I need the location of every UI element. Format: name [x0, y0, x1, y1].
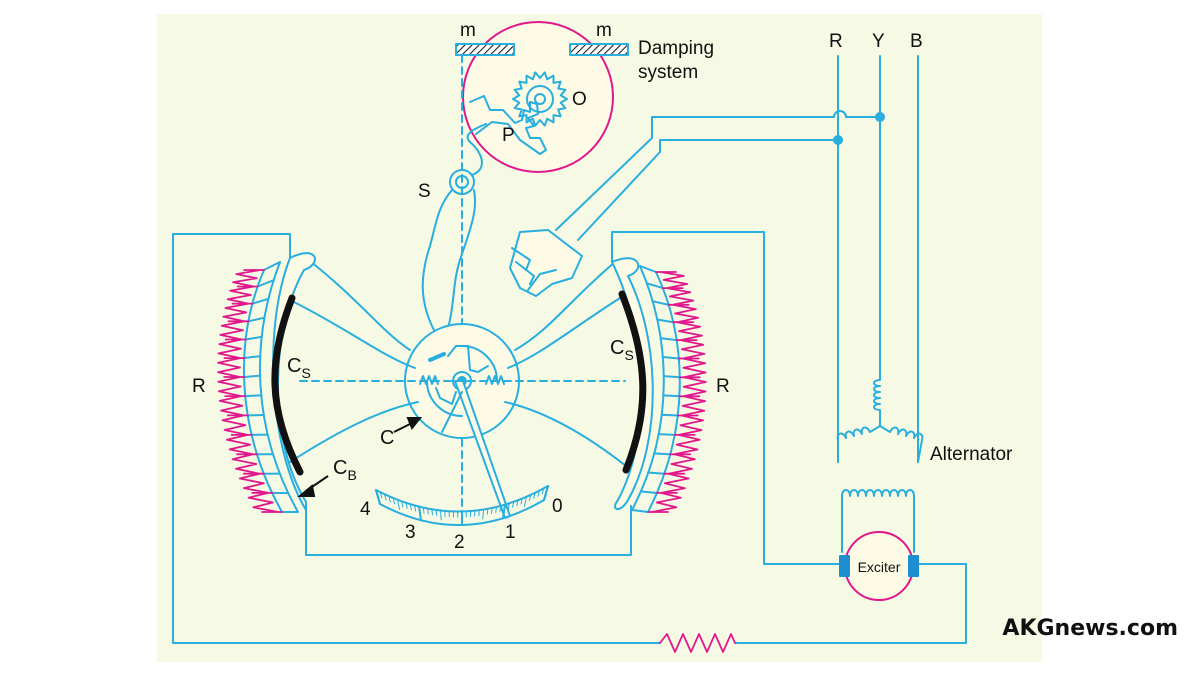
scale-tick: [401, 500, 404, 508]
coil-ladder-rung: [639, 490, 658, 494]
scale-tick: [512, 501, 515, 508]
scale-tick: [520, 498, 523, 505]
alternator-windings: [836, 379, 924, 463]
scale-tick: [384, 493, 387, 501]
meter-scale: [375, 485, 549, 526]
label-phase-y: Y: [872, 31, 885, 52]
coil-ladder-rung: [243, 355, 262, 360]
scale-label-2: 2: [454, 532, 465, 553]
scale-tick: [482, 509, 484, 520]
scale-tick: [533, 492, 536, 499]
scale-tick: [507, 502, 510, 510]
magnet-right: [569, 43, 629, 56]
field-lines: [289, 257, 627, 467]
scale-tick: [375, 489, 381, 505]
label-coil-cb-main: C: [333, 457, 347, 479]
coil-ladder-rung: [243, 374, 262, 378]
coil-ladder-rung: [653, 452, 672, 456]
scale-label-1: 1: [505, 522, 516, 543]
label-coil-cb: CB: [333, 457, 357, 483]
label-phase-r: R: [829, 31, 843, 52]
coil-ladder-rung: [244, 335, 263, 341]
damping-system: [455, 21, 629, 516]
scale-tick: [543, 485, 549, 501]
coil-ladder-rung: [656, 318, 675, 324]
magnet-left: [455, 43, 515, 56]
watermark: AKGnews.com: [1002, 616, 1178, 641]
left-coil-band: [271, 294, 304, 476]
scale-tick: [422, 507, 425, 514]
label-damping-line1: Damping: [638, 38, 714, 59]
coil-ladder-rung: [657, 433, 676, 436]
right-coil-band: [618, 290, 647, 474]
series-resistor: [659, 633, 736, 653]
scale-label-0: 0: [552, 496, 563, 517]
label-magnet-right: m: [596, 20, 612, 41]
coil-ladder-rung: [631, 509, 649, 513]
coil-ladder-rung: [263, 261, 281, 271]
scale-tick: [409, 503, 412, 511]
coil-ladder-rung: [645, 282, 664, 290]
label-coil-cb-sub: B: [347, 467, 356, 483]
scale-tick: [516, 499, 519, 507]
coil-ladder-rung: [256, 279, 275, 288]
scale-tick: [379, 491, 383, 499]
label-coil-cs-right-sub: S: [624, 347, 633, 363]
arrows: [297, 417, 423, 497]
scale-tick: [537, 490, 540, 497]
scale-tick: [495, 506, 497, 513]
scale-tick: [392, 497, 395, 505]
scale-tick: [502, 503, 506, 520]
scale-tick: [440, 510, 442, 521]
scale-tick: [414, 504, 417, 512]
label-coil-cs-left-sub: S: [301, 365, 310, 381]
sector-pinion-p: [469, 95, 547, 155]
coil-ladder-rung: [651, 300, 670, 306]
coil-ladder-rung: [661, 356, 680, 360]
scale-tick: [405, 502, 408, 509]
coil-ladder-rung: [660, 413, 679, 417]
scale-tick: [388, 495, 391, 503]
coil-ladder-rung: [251, 297, 270, 305]
connector-block: [509, 229, 583, 297]
scale-tick: [499, 505, 502, 512]
label-alternator: Alternator: [930, 444, 1013, 465]
coil-ladder-rung: [662, 375, 681, 379]
label-exciter: Exciter: [858, 559, 901, 575]
left-resistor: [217, 269, 283, 513]
wiring: [172, 55, 967, 644]
label-damping-line2: system: [638, 62, 698, 83]
coil-ladder-rung: [647, 471, 666, 475]
right-fixed-coil: [611, 257, 707, 513]
scale-tick: [418, 505, 422, 522]
label-spring-s: S: [418, 181, 431, 202]
scale-tick: [431, 508, 433, 516]
scale-tick: [523, 496, 527, 507]
scale-tick: [427, 508, 429, 515]
coil-ladder-rung: [247, 316, 266, 323]
coil-ladder-rung: [244, 394, 263, 398]
label-phase-b: B: [910, 31, 923, 52]
label-gear-o: O: [572, 89, 587, 110]
coil-ladder-rung: [639, 265, 657, 273]
label-resistor-right: R: [716, 376, 730, 397]
coil-ladder-rung: [659, 337, 678, 342]
coil-ladder-rung: [662, 394, 681, 398]
left-fixed-coil: [217, 252, 316, 556]
scale-tick: [397, 499, 401, 510]
scale-label-3: 3: [405, 522, 416, 543]
exciter-assembly: [839, 489, 919, 601]
label-resistor-left: R: [192, 376, 206, 397]
scale-tick: [491, 507, 493, 514]
scale-tick: [541, 487, 545, 495]
label-magnet-left: m: [460, 20, 476, 41]
right-resistor: [647, 271, 707, 513]
gear-o: [512, 71, 568, 127]
label-pinion-p: P: [502, 125, 515, 146]
scale-tick: [529, 494, 532, 501]
label-coil-c: C: [380, 427, 394, 449]
scale-label-4: 4: [360, 499, 371, 520]
